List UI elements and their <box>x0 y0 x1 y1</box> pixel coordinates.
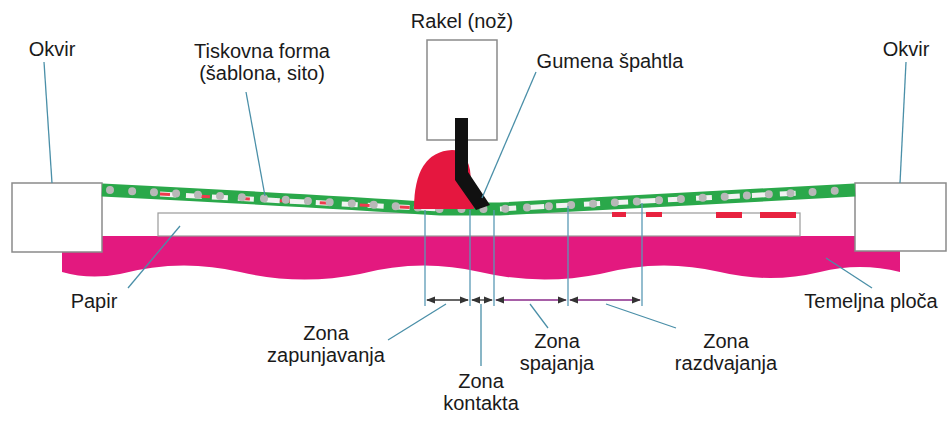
part-label: Papir <box>54 290 134 312</box>
zone-lines <box>425 203 642 306</box>
frame-right <box>855 183 946 251</box>
paper-sheet <box>158 213 800 236</box>
part-label: Gumena špahtla <box>525 50 695 72</box>
base-plate <box>62 236 900 280</box>
part-label: Rakel (nož) <box>392 10 532 32</box>
part-label: Tiskovna forma (šablona, sito) <box>177 40 347 84</box>
squeegee-blade <box>455 118 490 210</box>
zone-dimension-arrows <box>427 299 640 300</box>
printed-ink <box>612 212 796 218</box>
frame-left <box>12 183 102 252</box>
part-label: Okvir <box>866 38 946 60</box>
part-label: Zona zapunjavanja <box>256 322 396 366</box>
part-label: Zona kontakta <box>431 370 531 414</box>
leader-lines <box>44 62 906 366</box>
part-label: Okvir <box>7 38 97 60</box>
part-label: Zona razdvajanja <box>661 330 791 374</box>
part-label: Zona spajanja <box>507 330 607 374</box>
part-label: Temeljna ploča <box>796 290 946 312</box>
